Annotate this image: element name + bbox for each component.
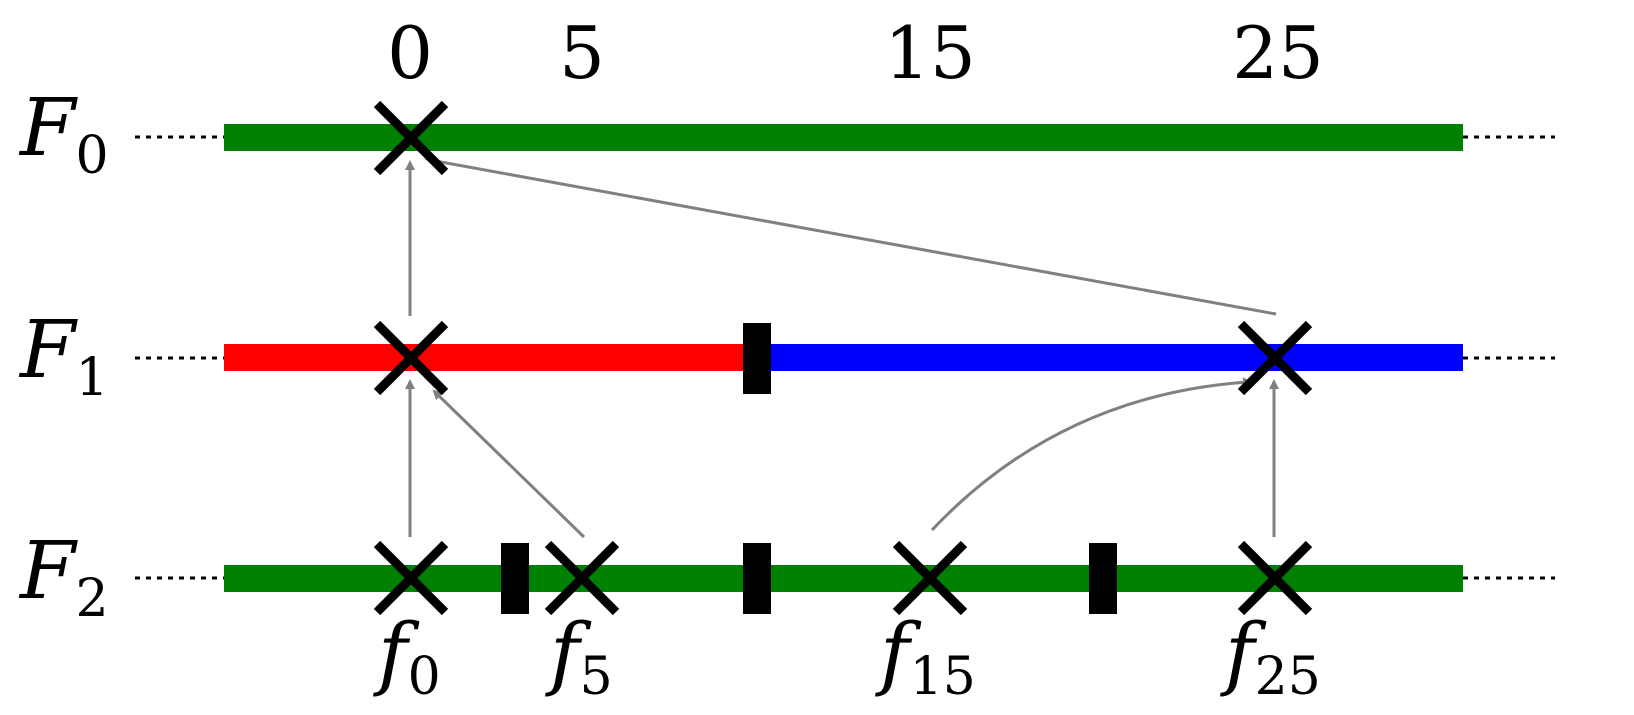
arrow-f1-25-to-f0-0: [425, 155, 1277, 316]
arrow-f2-5-to-f1-0: [432, 389, 586, 539]
cross-f2-15: [892, 540, 968, 616]
bottom-label-f0-sub: 0: [408, 647, 441, 707]
cross-f2-25: [1237, 540, 1313, 616]
bar-f1-blue: [756, 344, 1463, 371]
bottom-label-f0: f0: [373, 606, 441, 707]
row-label-f1: F1: [18, 303, 109, 408]
bottom-label-f5: f5: [545, 606, 613, 707]
cross-f2-5: [544, 540, 620, 616]
row-label-f1-base: F: [18, 303, 78, 396]
row-label-f0-sub: 0: [76, 126, 109, 186]
row-label-f1-sub: 1: [76, 348, 109, 408]
dotted-extensions: [135, 135, 1555, 580]
cross-f0-0: [373, 100, 449, 176]
row-label-f2-sub: 2: [76, 569, 109, 629]
row-label-f2-base: F: [18, 524, 78, 617]
column-label-15: 15: [884, 11, 976, 95]
cross-f1-25: [1237, 320, 1313, 396]
row-label-f2: F2: [18, 524, 109, 629]
row-label-f0: F0: [18, 81, 109, 186]
bottom-label-f15: f15: [875, 606, 976, 707]
bottom-label-f25-sub: 25: [1255, 647, 1321, 707]
row-label-f0-base: F: [18, 81, 78, 174]
separator-f2-b: [743, 543, 771, 614]
crosses: [373, 100, 1313, 616]
column-label-0: 0: [387, 11, 433, 95]
separator-f2-a: [501, 543, 529, 614]
separator-f1: [743, 323, 771, 394]
bar-f2-green: [224, 565, 1463, 592]
arrow-f2-15-to-f1-25: [930, 377, 1253, 532]
bottom-label-f5-sub: 5: [580, 647, 613, 707]
separator-f2-c: [1089, 543, 1117, 614]
column-label-5: 5: [559, 11, 605, 95]
cross-f2-0: [373, 540, 449, 616]
bottom-label-f25: f25: [1220, 606, 1321, 707]
column-label-25: 25: [1232, 11, 1324, 95]
bar-f1-red: [224, 344, 756, 371]
cross-f1-0: [373, 320, 449, 396]
bottom-label-f15-sub: 15: [910, 647, 976, 707]
arrows: [405, 155, 1279, 539]
bar-f0-green: [224, 124, 1463, 151]
